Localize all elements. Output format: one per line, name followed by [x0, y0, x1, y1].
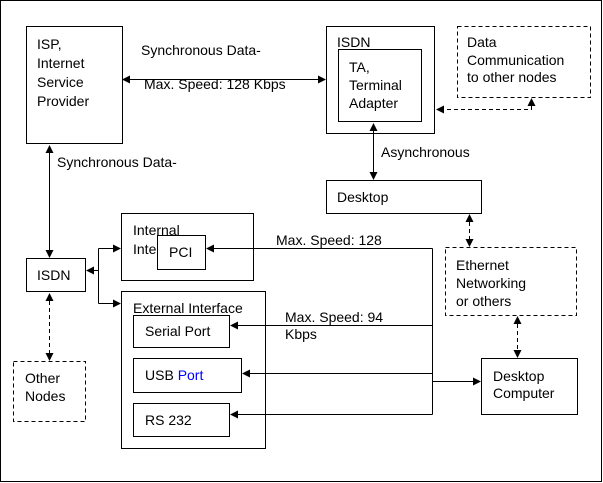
- sync-label-left: Synchronous Data-: [57, 154, 177, 170]
- isdn-terminal-node: ISDN TA, Terminal Adapter: [326, 26, 435, 134]
- internal-interface-label: Internal: [133, 222, 180, 238]
- speed-label-top: Max. Speed: 128 Kbps: [144, 76, 286, 92]
- desktop-top-node: Desktop: [326, 180, 482, 214]
- desktop-computer-label: Desktop: [493, 368, 545, 384]
- other-nodes-label: Nodes: [25, 388, 65, 404]
- internal-interface-label: Inte: [133, 241, 157, 257]
- external-interface-label: External Interface: [133, 300, 243, 316]
- isp-label: ISP,: [37, 36, 62, 52]
- pci-box: [157, 235, 206, 270]
- isp-label: Internet: [37, 55, 85, 71]
- isdn-left-label: ISDN: [37, 267, 70, 283]
- ethernet-label: Ethernet: [456, 257, 509, 273]
- rs232-label: RS 232: [145, 412, 192, 428]
- other-nodes-label: Other: [25, 370, 60, 386]
- data-comm-dashed-arrow: [436, 98, 536, 114]
- ta-label: Terminal: [349, 77, 402, 93]
- ethernet-label: or others: [456, 293, 511, 309]
- data-communication-node: Data Communication to other nodes: [457, 26, 591, 98]
- ta-label: Adapter: [349, 95, 398, 111]
- serial-port-label: Serial Port: [145, 323, 210, 339]
- rs232-box: [133, 403, 230, 437]
- data-comm-label: Data: [467, 34, 497, 50]
- isp-node: ISP, Internet Service Provider: [26, 26, 123, 144]
- external-interface-node: External Interface Serial Port USB Port …: [121, 291, 266, 449]
- usb-port-box: [133, 358, 242, 393]
- data-comm-label: to other nodes: [467, 69, 557, 85]
- isp-label: Service: [37, 74, 84, 90]
- sync-label-top: Synchronous Data-: [141, 42, 261, 58]
- ethernet-node: Ethernet Networking or others: [445, 247, 577, 316]
- usb-port-label: USB Port: [145, 367, 203, 383]
- async-label: Asynchronous: [381, 144, 470, 160]
- desktop-top-label: Desktop: [337, 189, 389, 205]
- data-comm-label: Communication: [467, 52, 564, 68]
- speed-94-label: Kbps: [285, 326, 317, 342]
- speed-94-label: Max. Speed: 94: [285, 309, 383, 325]
- desktop-computer-node: Desktop Computer: [481, 358, 578, 415]
- serial-port-box: [133, 315, 230, 348]
- pci-label: PCI: [169, 244, 192, 260]
- terminal-adapter-box: [338, 49, 422, 122]
- desktop-computer-label: Computer: [493, 385, 555, 401]
- isdn-top-label: ISDN: [337, 34, 370, 50]
- ethernet-label: Networking: [456, 275, 526, 291]
- isp-label: Provider: [37, 93, 89, 109]
- internal-interface-node: Internal Inte PCI: [121, 213, 254, 281]
- other-nodes-node: Other Nodes: [13, 361, 86, 422]
- isdn-left-node: ISDN: [26, 258, 86, 292]
- ta-label: TA,: [349, 59, 370, 75]
- speed-128-label: Max. Speed: 128: [276, 232, 382, 248]
